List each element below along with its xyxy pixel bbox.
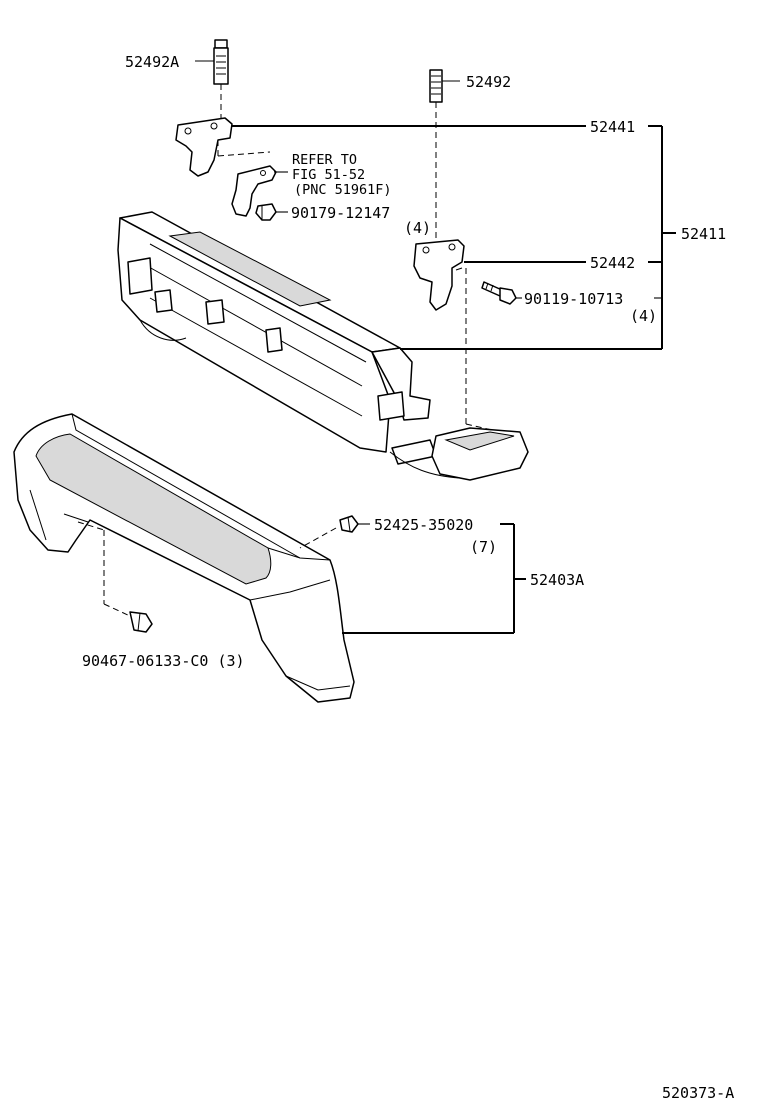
leader-lines xyxy=(195,60,676,634)
bracket-52442-icon xyxy=(413,239,465,311)
label-52411: 52411 xyxy=(681,225,726,243)
label-52492A: 52492A xyxy=(125,53,179,71)
label-52492: 52492 xyxy=(466,73,511,91)
stud-bolt-52492-icon xyxy=(429,69,443,240)
stud-bolt-52492A-icon xyxy=(213,39,229,118)
label-52403A: 52403A xyxy=(530,571,584,589)
label-refer-pnc: (PNC 51961F) xyxy=(294,182,392,198)
label-refer-fig: FIG 51-52 xyxy=(292,167,365,183)
label-90179: 90179-12147 xyxy=(291,204,390,222)
label-90179-qty: (4) xyxy=(404,219,431,237)
label-52425: 52425-35020 xyxy=(374,516,473,534)
bolt-90119-icon xyxy=(481,281,517,305)
label-52441: 52441 xyxy=(590,118,635,136)
bracket-52441-icon xyxy=(175,117,271,177)
label-90119: 90119-10713 xyxy=(524,290,623,308)
clip-52425-icon xyxy=(299,515,359,549)
bumper-reinforcement-52411-icon xyxy=(117,211,529,481)
tow-hook-bracket-icon xyxy=(231,165,277,217)
label-refer-to: REFER TO xyxy=(292,152,357,168)
label-52442: 52442 xyxy=(590,254,635,272)
label-52425-qty: (7) xyxy=(470,538,497,556)
label-90467: 90467-06133-C0 (3) xyxy=(82,652,245,670)
figure-id: 520373-A xyxy=(662,1084,734,1102)
bumper-cover-52403A-icon xyxy=(13,413,355,703)
label-90119-qty: (4) xyxy=(630,307,657,325)
nut-90179-icon xyxy=(255,203,277,221)
clip-90467-icon xyxy=(77,521,153,633)
